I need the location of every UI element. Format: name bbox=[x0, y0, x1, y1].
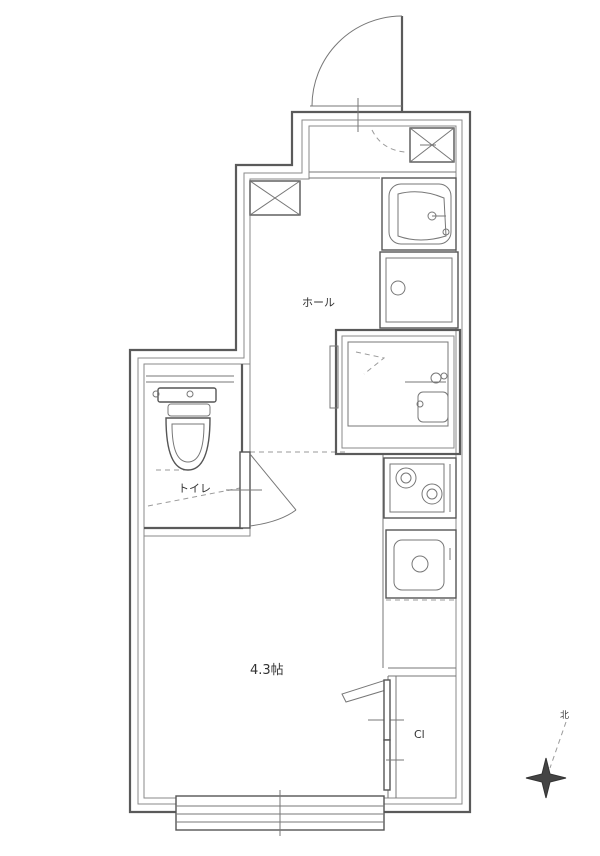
closet-label: Cl bbox=[414, 728, 425, 741]
entrance-door bbox=[310, 15, 406, 153]
closet-doors bbox=[341, 679, 404, 791]
shaft-boxes bbox=[249, 127, 455, 216]
compass: 北 bbox=[525, 710, 569, 799]
hall-label: ホール bbox=[302, 296, 335, 309]
main-room-label: 4.3帖 bbox=[250, 663, 284, 678]
washing-machine-space bbox=[379, 251, 459, 329]
toilet-label: トイレ bbox=[178, 482, 211, 495]
toilet-fixture bbox=[146, 375, 234, 471]
outer-walls bbox=[128, 110, 472, 814]
compass-star-icon bbox=[525, 757, 567, 799]
kitchen-sink bbox=[385, 529, 457, 599]
toilet-door bbox=[226, 451, 297, 529]
window bbox=[175, 790, 385, 836]
compass-north-label: 北 bbox=[560, 710, 569, 721]
kitchen-stove bbox=[383, 457, 457, 519]
washbasin bbox=[381, 177, 457, 251]
unit-bath bbox=[329, 328, 462, 456]
